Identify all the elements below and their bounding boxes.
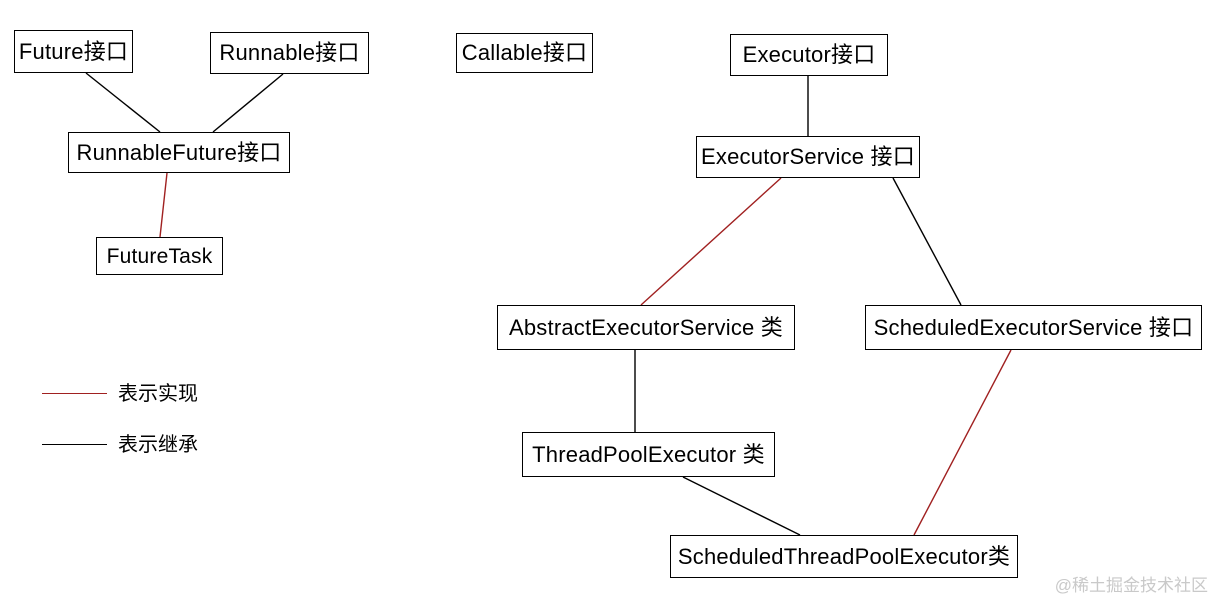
node-future[interactable]: Future接口 bbox=[14, 30, 133, 73]
edge-executorservice-to-abstract bbox=[640, 177, 782, 306]
legend-inheritance-label: 表示继承 bbox=[118, 434, 198, 456]
node-scheduled_executor_service[interactable]: ScheduledExecutorService 接口 bbox=[865, 305, 1202, 350]
node-executor[interactable]: Executor接口 bbox=[730, 34, 888, 76]
node-future_task[interactable]: FutureTask bbox=[96, 237, 223, 275]
node-callable[interactable]: Callable接口 bbox=[456, 33, 593, 73]
legend-inheritance-swatch bbox=[42, 444, 107, 445]
watermark: @稀土掘金技术社区 bbox=[1054, 576, 1208, 595]
legend-implementation-label: 表示实现 bbox=[118, 383, 198, 405]
edge-future-to-runnablefuture bbox=[85, 72, 161, 133]
edge-threadpoolexecutor-to-scheduledtpe bbox=[682, 476, 801, 536]
edge-scheduledservice-to-scheduledtpe bbox=[913, 349, 1012, 536]
edge-runnable-to-runnablefuture bbox=[212, 73, 284, 133]
edge-executorservice-to-scheduled bbox=[892, 177, 962, 306]
edge-runnablefuture-to-futuretask bbox=[159, 172, 168, 238]
node-abstract_executor_service[interactable]: AbstractExecutorService 类 bbox=[497, 305, 795, 350]
node-executor_service[interactable]: ExecutorService 接口 bbox=[696, 136, 920, 178]
legend-implementation-swatch bbox=[42, 393, 107, 394]
node-thread_pool_executor[interactable]: ThreadPoolExecutor 类 bbox=[522, 432, 775, 477]
node-runnable[interactable]: Runnable接口 bbox=[210, 32, 369, 74]
node-scheduled_tpe[interactable]: ScheduledThreadPoolExecutor类 bbox=[670, 535, 1018, 578]
node-runnable_future[interactable]: RunnableFuture接口 bbox=[68, 132, 290, 173]
